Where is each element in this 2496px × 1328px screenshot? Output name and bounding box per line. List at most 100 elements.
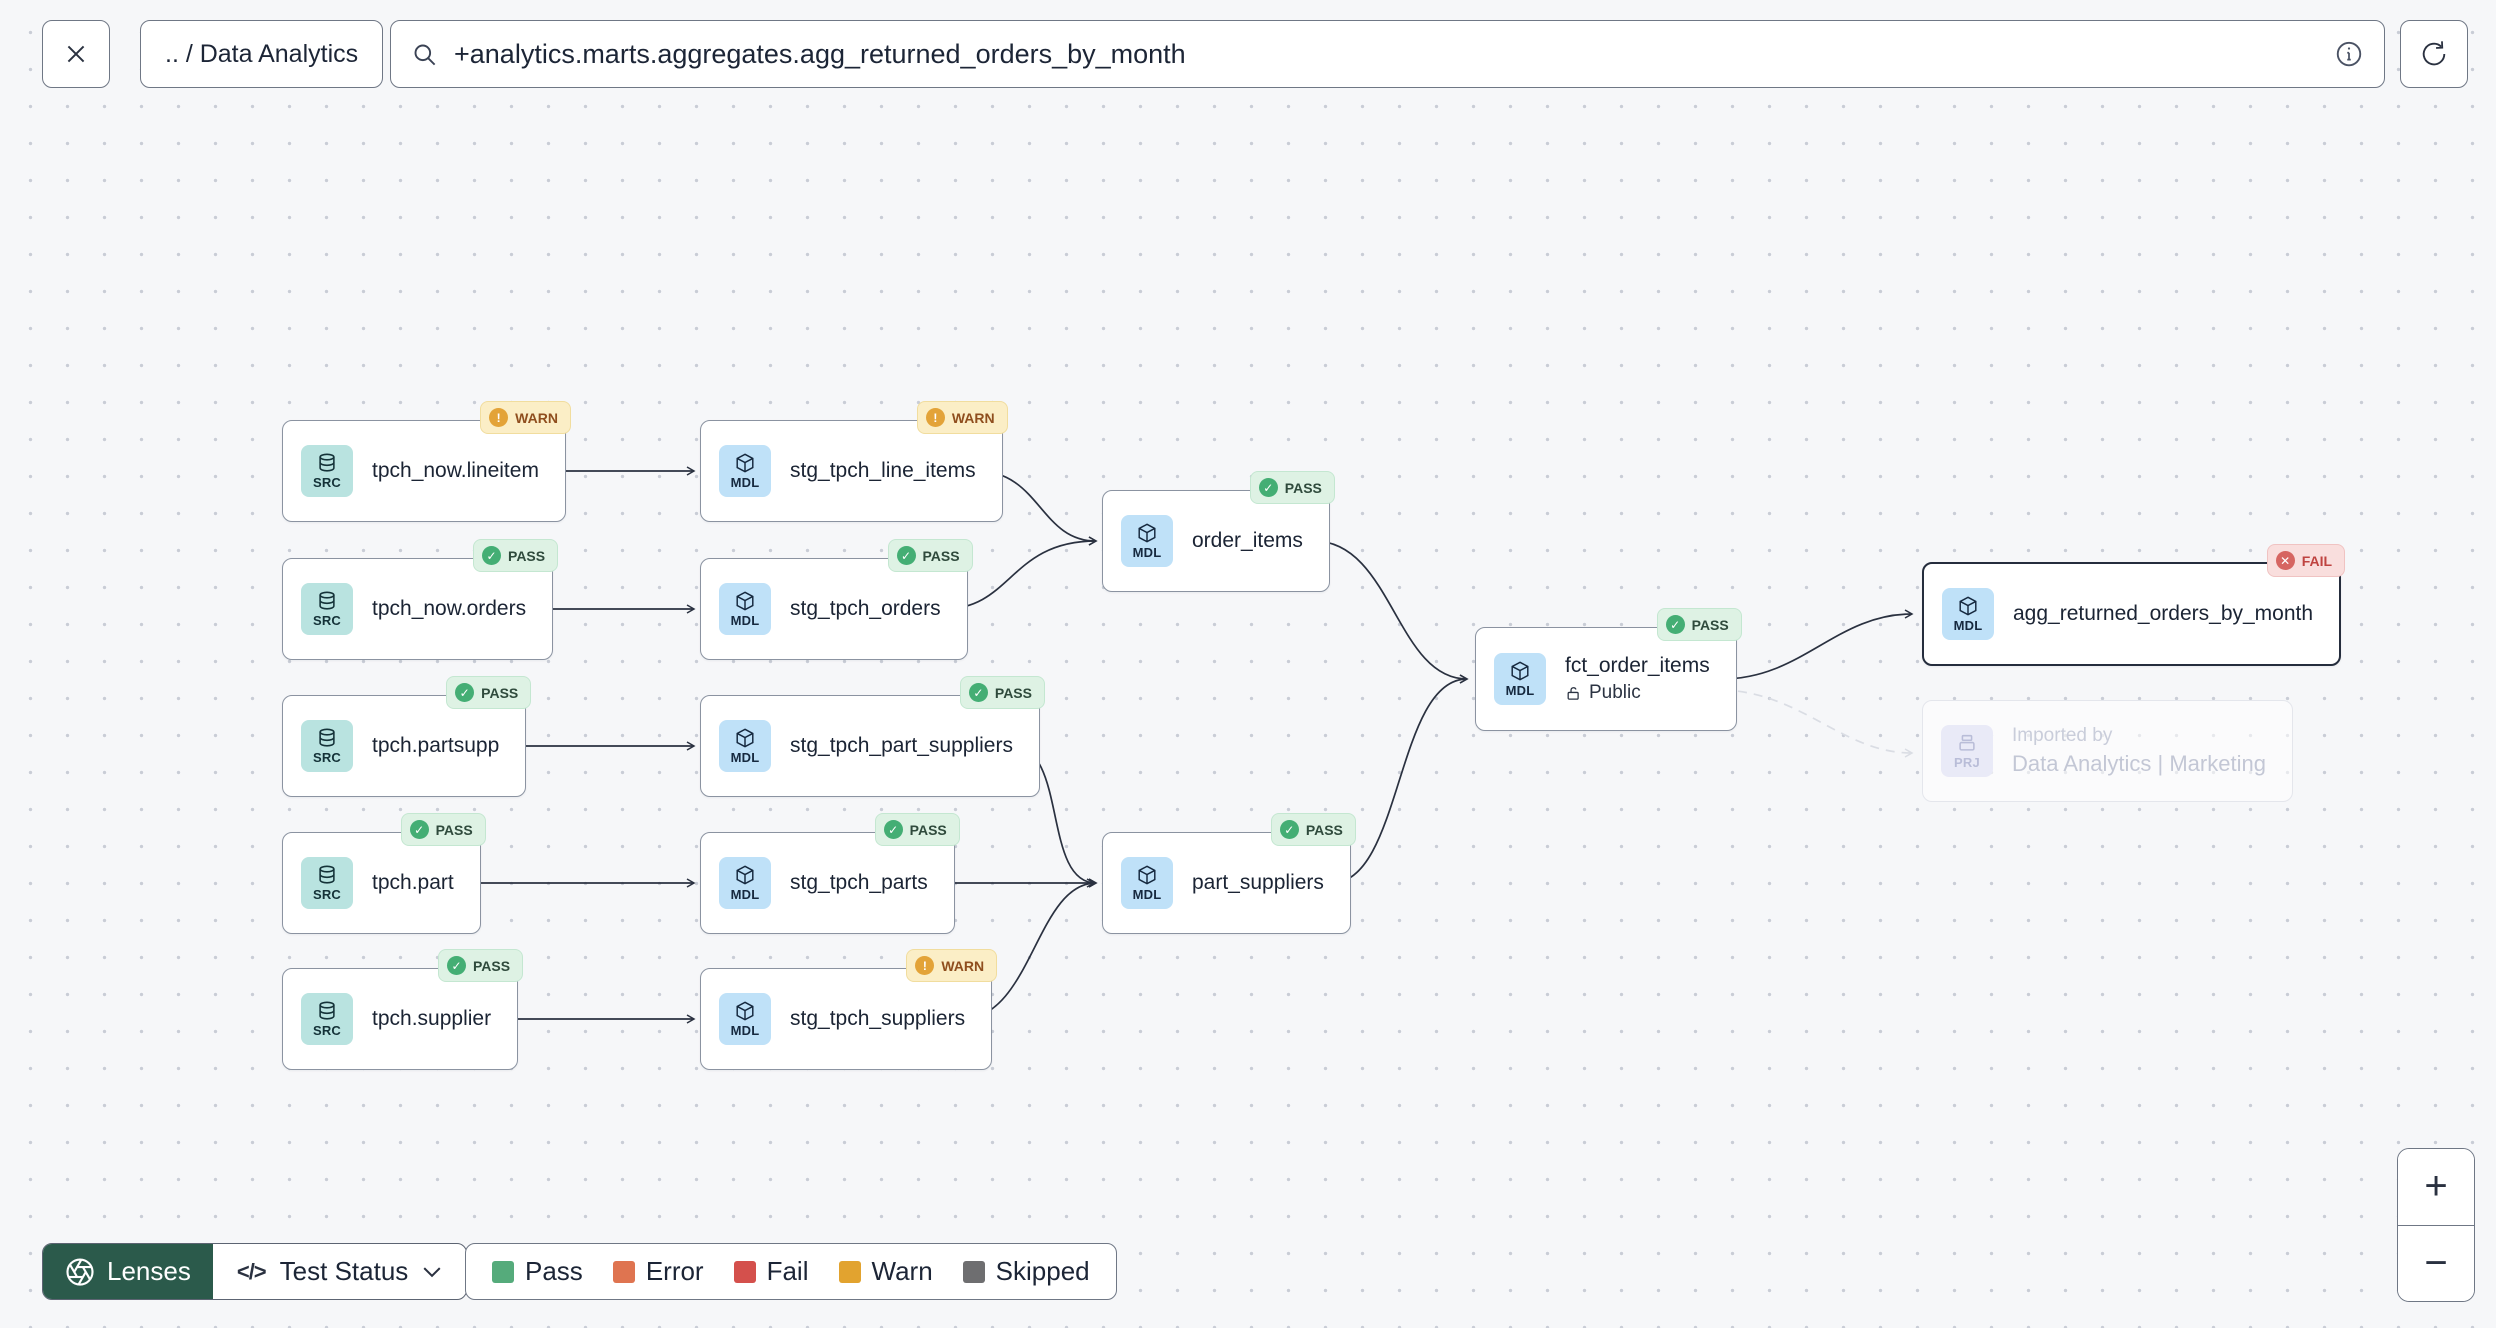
model-type-icon: MDL: [719, 993, 771, 1045]
model-type-icon: MDL: [1121, 857, 1173, 909]
cube-icon: [736, 728, 754, 748]
info-icon[interactable]: [2334, 39, 2364, 69]
warn-icon: !: [925, 408, 945, 427]
close-icon: [67, 45, 85, 63]
cube-icon: [736, 1001, 754, 1021]
node-tpch-part[interactable]: ✓ PASS SRC tpch.part: [282, 813, 486, 934]
source-type-icon: SRC: [301, 720, 353, 772]
status-badge: ✓ PASS: [473, 539, 559, 572]
source-type-icon: SRC: [301, 445, 353, 497]
cube-icon: [736, 865, 754, 885]
node-label: stg_tpch_part_suppliers: [790, 734, 1013, 757]
database-icon: [319, 591, 335, 610]
cube-icon: [1138, 865, 1156, 885]
node-fct_order_items[interactable]: ✓ PASS MDL fct_order_items Public: [1475, 608, 1742, 731]
search-icon: [414, 44, 436, 65]
node-label: order_items: [1192, 529, 1303, 552]
pass-icon: ✓: [1258, 478, 1278, 497]
cube-icon: [1138, 523, 1156, 543]
database-icon: [319, 728, 335, 747]
legend-item-pass: Pass: [492, 1256, 583, 1287]
status-badge: ✓ PASS: [874, 813, 960, 846]
status-badge: ✓ PASS: [887, 539, 973, 572]
node-stg_tpch_suppliers[interactable]: ! WARN MDL stg_tpch_suppliers: [700, 949, 998, 1070]
project-type-icon: PRJ: [1941, 725, 1993, 777]
node-stg_tpch_part_suppliers[interactable]: ✓ PASS MDL stg_tpch_part_suppliers: [700, 676, 1045, 797]
chevron-down-icon: [423, 1266, 441, 1277]
node-label: tpch_now.lineitem: [372, 459, 539, 482]
node-tpch_now-orders[interactable]: ✓ PASS SRC tpch_now.orders: [282, 539, 559, 660]
lenses-button[interactable]: Lenses: [43, 1244, 213, 1299]
legend-item-error: Error: [612, 1256, 704, 1287]
node-order_items[interactable]: ✓ PASS MDL order_items: [1102, 471, 1335, 592]
status-badge: ✓ PASS: [400, 813, 486, 846]
database-icon: [319, 865, 335, 884]
lens-selector[interactable]: </> Test Status: [213, 1244, 466, 1299]
node-stg_tpch_line_items[interactable]: ! WARN MDL stg_tpch_line_items: [700, 401, 1008, 522]
node-label: part_suppliers: [1192, 871, 1324, 894]
status-badge: ✓ PASS: [446, 676, 532, 709]
model-type-icon: MDL: [1942, 588, 1994, 640]
node-label: stg_tpch_parts: [790, 871, 928, 894]
breadcrumb[interactable]: .. / Data Analytics: [140, 20, 384, 88]
pass-icon: ✓: [1279, 820, 1299, 839]
zoom-in-button[interactable]: +: [2398, 1149, 2474, 1226]
search-bar[interactable]: [390, 20, 2385, 88]
node-part_suppliers[interactable]: ✓ PASS MDL part_suppliers: [1102, 813, 1356, 934]
code-icon: </>: [236, 1258, 267, 1284]
node-label: tpch.part: [372, 871, 454, 894]
visibility-row: Public: [1565, 682, 1710, 704]
pass-icon: ✓: [1665, 615, 1685, 634]
pass-icon: ✓: [455, 683, 475, 702]
fail-icon: ✕: [2275, 551, 2295, 570]
model-type-icon: MDL: [719, 583, 771, 635]
importing-project-name: Data Analytics | Marketing: [2012, 751, 2266, 776]
model-type-icon: MDL: [719, 720, 771, 772]
pass-icon: ✓: [883, 820, 903, 839]
status-badge: ✓ PASS: [1270, 813, 1356, 846]
test-status-legend: Pass Error Fail Warn Skipped: [465, 1243, 1117, 1300]
refresh-button[interactable]: [2400, 20, 2468, 88]
status-badge: ! WARN: [906, 949, 998, 982]
node-stg_tpch_parts[interactable]: ✓ PASS MDL stg_tpch_parts: [700, 813, 960, 934]
node-imported-by-project[interactable]: PRJ Imported by Data Analytics | Marketi…: [1922, 700, 2293, 802]
status-badge: ✓ PASS: [1656, 608, 1742, 641]
source-type-icon: SRC: [301, 857, 353, 909]
model-type-icon: MDL: [719, 857, 771, 909]
database-icon: [319, 1001, 335, 1020]
node-tpch_now-lineitem[interactable]: ! WARN SRC tpch_now.lineitem: [282, 401, 571, 522]
node-stg_tpch_orders[interactable]: ✓ PASS MDL stg_tpch_orders: [700, 539, 973, 660]
close-button[interactable]: [42, 20, 110, 88]
cube-icon: [1511, 661, 1529, 681]
node-agg_returned_orders_by_month[interactable]: ✕ FAIL MDL agg_returned_orders_by_month: [1922, 544, 2346, 666]
status-badge: ✕ FAIL: [2266, 544, 2346, 577]
refresh-icon: [2422, 41, 2446, 66]
project-icon: [1959, 734, 1975, 751]
skipped-swatch: [962, 1260, 985, 1283]
error-swatch: [612, 1260, 635, 1283]
status-badge: ! WARN: [916, 401, 1008, 434]
pass-icon: ✓: [482, 546, 502, 565]
node-tpch-supplier[interactable]: ✓ PASS SRC tpch.supplier: [282, 949, 524, 1070]
warn-icon: !: [489, 408, 509, 427]
pass-icon: ✓: [968, 683, 988, 702]
pass-icon: ✓: [896, 546, 916, 565]
zoom-out-button[interactable]: −: [2398, 1225, 2474, 1301]
status-badge: ✓ PASS: [437, 949, 524, 982]
lenses-control[interactable]: Lenses </> Test Status: [42, 1243, 468, 1300]
cube-icon: [736, 453, 754, 473]
database-icon: [319, 453, 335, 472]
model-type-icon: MDL: [1121, 515, 1173, 567]
node-label: tpch.partsupp: [372, 734, 500, 757]
imported-by-label: Imported by: [2012, 725, 2113, 746]
node-label: stg_tpch_orders: [790, 597, 941, 620]
status-badge: ! WARN: [480, 401, 571, 434]
node-tpch-partsupp[interactable]: ✓ PASS SRC tpch.partsupp: [282, 676, 532, 797]
zoom-controls: + −: [2397, 1148, 2475, 1302]
node-label: stg_tpch_line_items: [790, 459, 976, 482]
search-input[interactable]: [454, 38, 2318, 70]
model-type-icon: MDL: [719, 445, 771, 497]
source-type-icon: SRC: [301, 583, 353, 635]
pass-icon: ✓: [446, 956, 466, 975]
